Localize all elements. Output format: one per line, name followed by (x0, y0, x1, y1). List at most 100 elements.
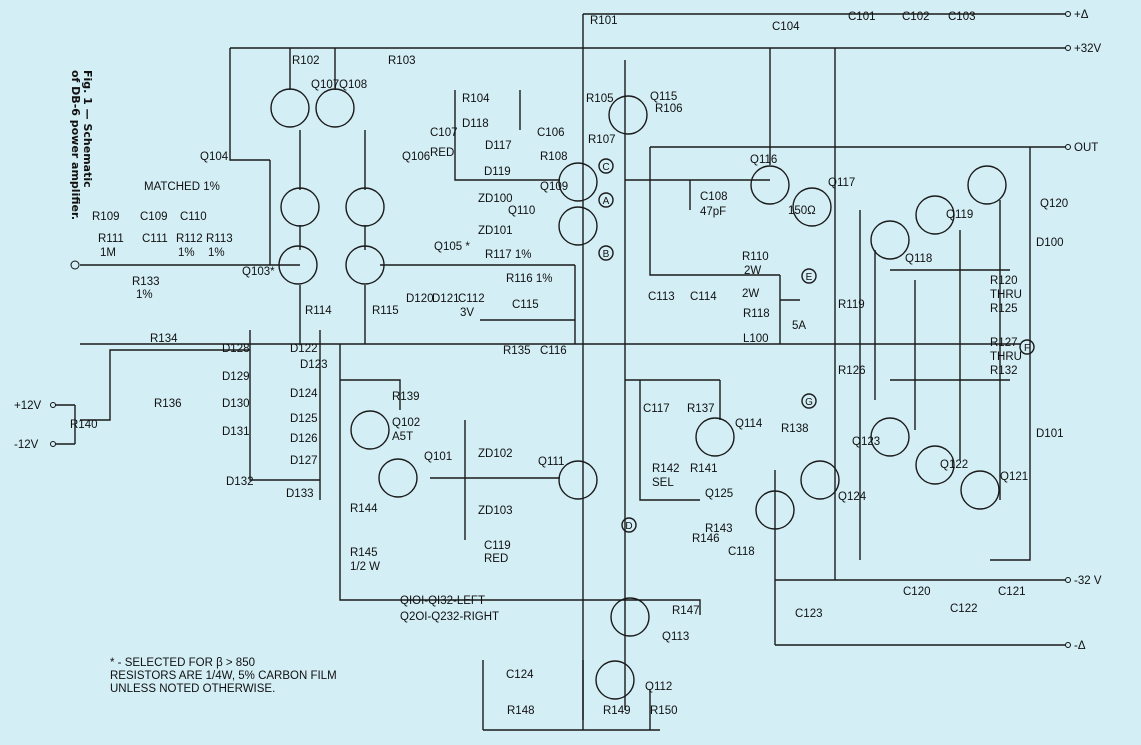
label-q111: Q111 (538, 456, 564, 468)
label-d123: D123 (300, 359, 328, 371)
out-label: OUT (1074, 142, 1098, 154)
label-r125: R125 (990, 303, 1018, 315)
label-r142: R142 (652, 463, 680, 475)
label-c115: C115 (512, 299, 539, 311)
svg-text:G: G (805, 397, 813, 408)
label-q124: Q124 (838, 491, 867, 503)
label-c112: C112 (458, 293, 485, 305)
label-r139: R139 (392, 391, 420, 403)
label-d100: D100 (1036, 237, 1064, 249)
label-q112: Q112 (645, 681, 672, 693)
label-q109: Q109 (540, 181, 568, 193)
label-r126: R126 (838, 365, 866, 377)
label-q101: Q101 (424, 451, 452, 463)
label-d118: D118 (462, 118, 489, 130)
svg-text:Q2OI-Q232-RIGHT: Q2OI-Q232-RIGHT (400, 611, 499, 623)
label-w2b: 2W (742, 288, 759, 300)
label-c116: C116 (540, 345, 567, 357)
label-d119: D119 (484, 166, 511, 178)
caption: Fig. 1 — Schematic of DB-6 power amplifi… (69, 70, 94, 220)
svg-text:A: A (603, 196, 610, 207)
label-zd100: ZD100 (478, 193, 513, 205)
label-a5t: A5T (392, 431, 413, 443)
label-q114: Q114 (735, 418, 763, 430)
label-r136: R136 (154, 398, 182, 410)
label-r119: R119 (838, 299, 865, 311)
svg-text:RESISTORS ARE 1/4W, 5% CARBON: RESISTORS ARE 1/4W, 5% CARBON FILM (110, 670, 337, 682)
footnote: * - SELECTED FOR β > 850 RESISTORS ARE 1… (110, 657, 337, 695)
label-c113: C113 (648, 291, 675, 303)
svg-text:UNLESS NOTED OTHERWISE.: UNLESS NOTED OTHERWISE. (110, 683, 275, 695)
label-q117: Q117 (828, 177, 855, 189)
label-c106: C106 (537, 127, 565, 139)
label-q108: Q108 (339, 79, 367, 91)
label-r150: R150 (650, 705, 678, 717)
label-q106: Q106 (402, 151, 430, 163)
label-c103: C103 (948, 11, 976, 23)
label-red2: RED (484, 553, 508, 565)
label-d125: D125 (290, 413, 318, 425)
label-c122: C122 (950, 603, 978, 615)
label-c123: C123 (795, 608, 823, 620)
minus-delta-label: -Δ (1074, 640, 1086, 652)
label-c117: C117 (643, 403, 670, 415)
label-c119: C119 (484, 540, 511, 552)
label-c118: C118 (728, 546, 755, 558)
label-q107: Q107 (311, 79, 339, 91)
label-d129: D129 (222, 371, 250, 383)
label-p1c: 1% (136, 289, 153, 301)
label-c114: C114 (690, 291, 717, 303)
node-a: A (598, 192, 614, 208)
label-r149: R149 (603, 705, 631, 717)
node-f: F (1019, 339, 1035, 355)
svg-text:QIOI-QI32-LEFT: QIOI-QI32-LEFT (400, 595, 485, 607)
channel-note: QIOI-QI32-LEFT Q2OI-Q232-RIGHT (400, 595, 499, 623)
label-r102: R102 (292, 55, 320, 67)
label-r133: R133 (132, 276, 160, 288)
label-d101: D101 (1036, 428, 1064, 440)
node-c: C (598, 158, 614, 174)
label-r116: R116 1% (506, 273, 552, 285)
label-q113: Q113 (662, 631, 689, 643)
caption-line-1: Fig. 1 — Schematic (81, 70, 94, 188)
plus-12v-label: +12V (14, 400, 42, 412)
svg-text:* - SELECTED FOR β > 850: * - SELECTED FOR β > 850 (110, 657, 255, 669)
label-q122: Q122 (940, 459, 968, 471)
label-r143: R143 (705, 523, 733, 535)
label-r117: R117 1% (485, 249, 531, 261)
label-c104: C104 (772, 21, 800, 33)
label-c110: C110 (180, 211, 207, 223)
label-r105: R105 (586, 93, 614, 105)
label-r107: R107 (588, 134, 616, 146)
label-d124: D124 (290, 388, 318, 400)
label-q105: Q105 * (434, 241, 470, 253)
label-r140: R140 (70, 419, 98, 431)
label-q116: Q116 (750, 154, 777, 166)
label-r104: R104 (462, 93, 490, 105)
label-r150ohm: 150Ω (788, 205, 816, 217)
label-d117: D117 (485, 140, 512, 152)
minus-32v-label: -32 V (1074, 575, 1102, 587)
label-d131: D131 (222, 426, 250, 438)
label-r109: R109 (92, 211, 120, 223)
label-m1: 1M (100, 247, 116, 259)
label-d126: D126 (290, 433, 318, 445)
label-p1a: 1% (178, 247, 195, 259)
label-thru1: THRU (990, 289, 1022, 301)
label-q123: Q123 (852, 436, 880, 448)
label-c107: C107 (430, 127, 458, 139)
label-r135: R135 (503, 345, 531, 357)
svg-text:D: D (625, 521, 632, 532)
label-d120: D120 (406, 293, 434, 305)
node-markers: C A B E F G D (598, 158, 1035, 533)
label-r127: R127 (990, 337, 1018, 349)
label-q118: Q118 (905, 253, 932, 265)
label-r106: R106 (655, 103, 683, 115)
label-matched: MATCHED 1% (144, 181, 220, 193)
terminal-dots (50, 11, 1071, 648)
label-c124: C124 (506, 669, 534, 681)
label-l100: L100 (743, 333, 769, 345)
label-r141: R141 (690, 463, 718, 475)
wires (55, 13, 1066, 731)
